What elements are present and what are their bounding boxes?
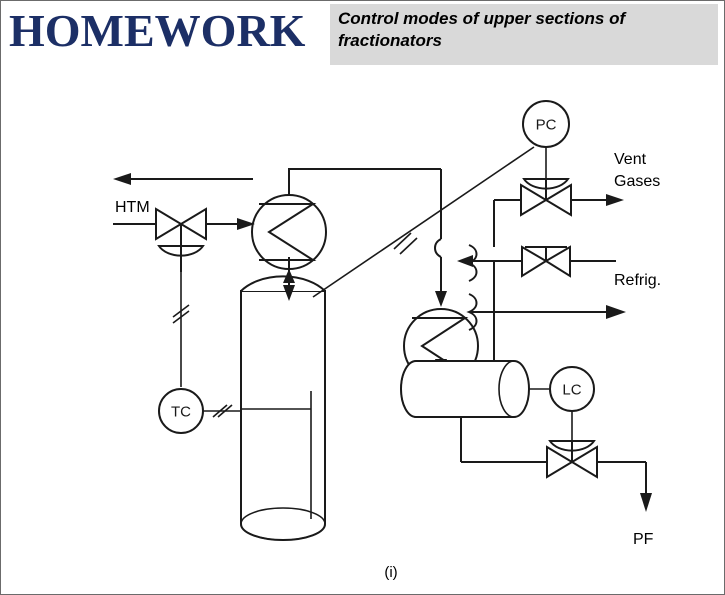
tc-signal-line [172, 272, 190, 387]
refrigerant-hand-valve[interactable] [494, 245, 616, 278]
vent-gases-label-line2: Gases [614, 173, 660, 190]
lc-tag-label: LC [562, 382, 581, 399]
level-controller[interactable]: LC [529, 366, 595, 441]
slide-subtitle: Control modes of upper sections of fract… [338, 9, 626, 50]
htm-supply-line [113, 218, 255, 230]
overhead-vapor-line [288, 168, 447, 307]
subtitle-background [330, 4, 718, 65]
reboiler-to-column-line [283, 257, 295, 301]
product-flow-control-valve[interactable] [546, 440, 598, 479]
refrigerant-label: Refrig. [614, 272, 661, 289]
figure-caption: (i) [384, 564, 397, 581]
vent-gases-label-line1: Vent [614, 151, 647, 168]
slide-header: HOMEWORK Control modes of upper sections… [1, 1, 724, 69]
pc-signal-line [312, 146, 535, 298]
refrigerant-outlet-line [469, 305, 626, 319]
vent-gas-line [493, 194, 624, 247]
htm-control-valve[interactable] [155, 207, 207, 272]
pc-tag-label: PC [536, 117, 557, 134]
tc-tag-label: TC [171, 404, 191, 421]
reboiler-heat-exchanger [251, 194, 327, 270]
htm-label: HTM [115, 199, 150, 216]
vent-gas-control-valve[interactable] [520, 178, 572, 217]
htm-return-line [113, 173, 253, 185]
reflux-drum [400, 360, 530, 418]
fractionator-column [240, 275, 326, 541]
tc-to-column-line [203, 404, 241, 418]
pressure-controller[interactable]: PC [522, 100, 570, 148]
process-flow-diagram: TC PC [1, 69, 724, 594]
product-flow-label: PF [633, 531, 654, 548]
temperature-controller[interactable]: TC [158, 388, 204, 434]
product-flow-line [460, 417, 652, 512]
page-title: HOMEWORK [9, 5, 306, 56]
